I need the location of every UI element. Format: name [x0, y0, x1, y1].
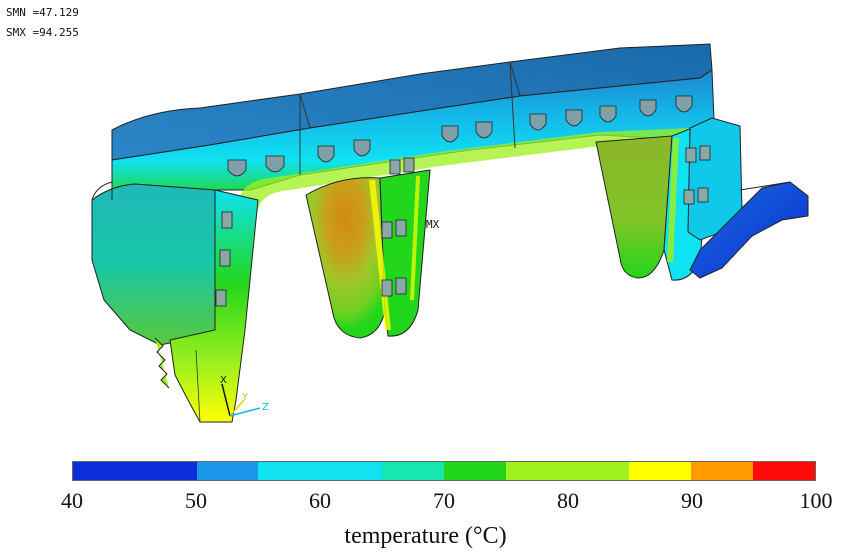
min-stress-label: SMN =47.129 [6, 6, 79, 19]
left-end-block [91, 183, 216, 346]
max-stress-label: SMX =94.255 [6, 26, 79, 39]
triad-y-label: Y [241, 392, 249, 403]
colorbar-title: temperature (°C) [344, 523, 507, 549]
colorbar-segment [629, 462, 692, 480]
colorbar-tick-label: 40 [61, 488, 83, 513]
colorbar-segment [443, 462, 506, 480]
colorbar-tick-label: 50 [185, 488, 207, 513]
colorbar-segment [73, 462, 135, 480]
colorbar-segment [505, 462, 568, 480]
triad-z-label: Z [262, 402, 269, 413]
right-wing [689, 181, 809, 279]
colorbar-segment [691, 462, 754, 480]
triad-x-label: X [220, 375, 227, 386]
colorbar-segment [196, 462, 259, 480]
colorbar-segment [382, 462, 444, 480]
left-leg [169, 189, 259, 423]
colorbar-tick-label: 80 [557, 488, 579, 513]
colorbar-segment [567, 462, 630, 480]
cooling-holes-legs [215, 145, 711, 307]
middle-leg [305, 177, 386, 339]
coordinate-triad: X Y Z [220, 375, 269, 417]
colorbar-tick-label: 100 [799, 488, 833, 513]
colorbar-tick-label: 70 [433, 488, 455, 513]
colorbar-segment [320, 462, 383, 480]
colorbar-tick-label: 60 [309, 488, 331, 513]
max-marker: MX [426, 218, 440, 231]
thermal-fea-model: MX X Y Z [91, 43, 809, 423]
cooling-holes-top [227, 95, 693, 177]
temperature-colorbar [72, 461, 816, 481]
colorbar-segment [753, 462, 815, 480]
colorbar-tick-label: 90 [681, 488, 703, 513]
colorbar-segment [134, 462, 197, 480]
right-leg [595, 135, 673, 279]
colorbar-segment [258, 462, 321, 480]
